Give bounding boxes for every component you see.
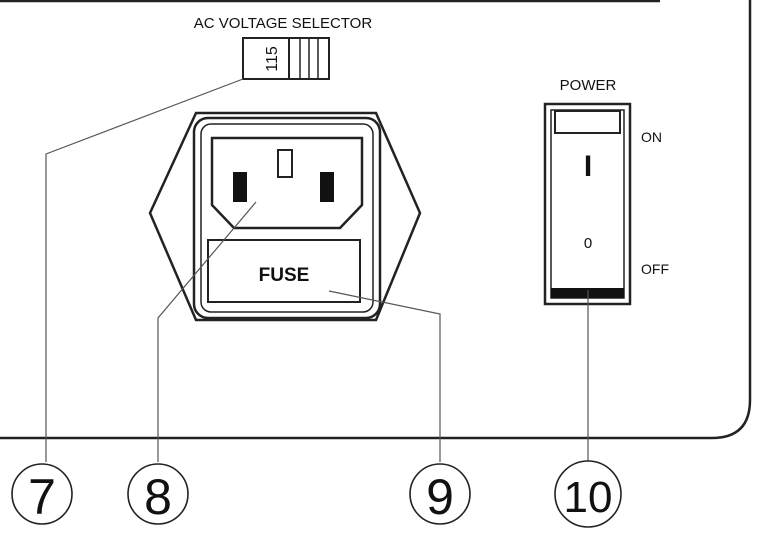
leader-line-8 xyxy=(157,201,257,462)
panel-outline xyxy=(0,0,752,440)
ac-voltage-selector-title: AC VOLTAGE SELECTOR xyxy=(194,15,373,32)
earth-pin-slot xyxy=(277,149,293,178)
leader-line-9 xyxy=(328,290,441,462)
fuse-label: FUSE xyxy=(259,265,310,286)
callout-7-number: 7 xyxy=(28,469,56,525)
callout-9: 9 xyxy=(409,463,471,525)
voltage-selector-value: 115 xyxy=(264,46,281,72)
leader-lines xyxy=(45,78,589,462)
on-symbol: I xyxy=(584,150,592,183)
callout-8-number: 8 xyxy=(144,469,172,525)
neutral-pin-slot xyxy=(320,172,334,202)
iec-socket xyxy=(210,136,364,230)
power-inlet-module xyxy=(148,111,422,322)
off-symbol: 0 xyxy=(584,235,592,252)
on-label: ON xyxy=(641,129,662,145)
voltage-selector-switch[interactable]: 115 xyxy=(242,37,330,80)
callout-10-number: 10 xyxy=(564,473,613,522)
callout-7: 7 xyxy=(11,463,73,525)
callout-8: 8 xyxy=(127,463,189,525)
callout-10: 10 xyxy=(554,460,622,528)
power-rocker-switch[interactable]: I 0 xyxy=(543,102,632,306)
live-pin-slot xyxy=(233,172,247,202)
power-title: POWER xyxy=(560,77,617,94)
off-label: OFF xyxy=(641,261,669,277)
leader-line-7 xyxy=(45,78,244,462)
callout-9-number: 9 xyxy=(426,469,454,525)
